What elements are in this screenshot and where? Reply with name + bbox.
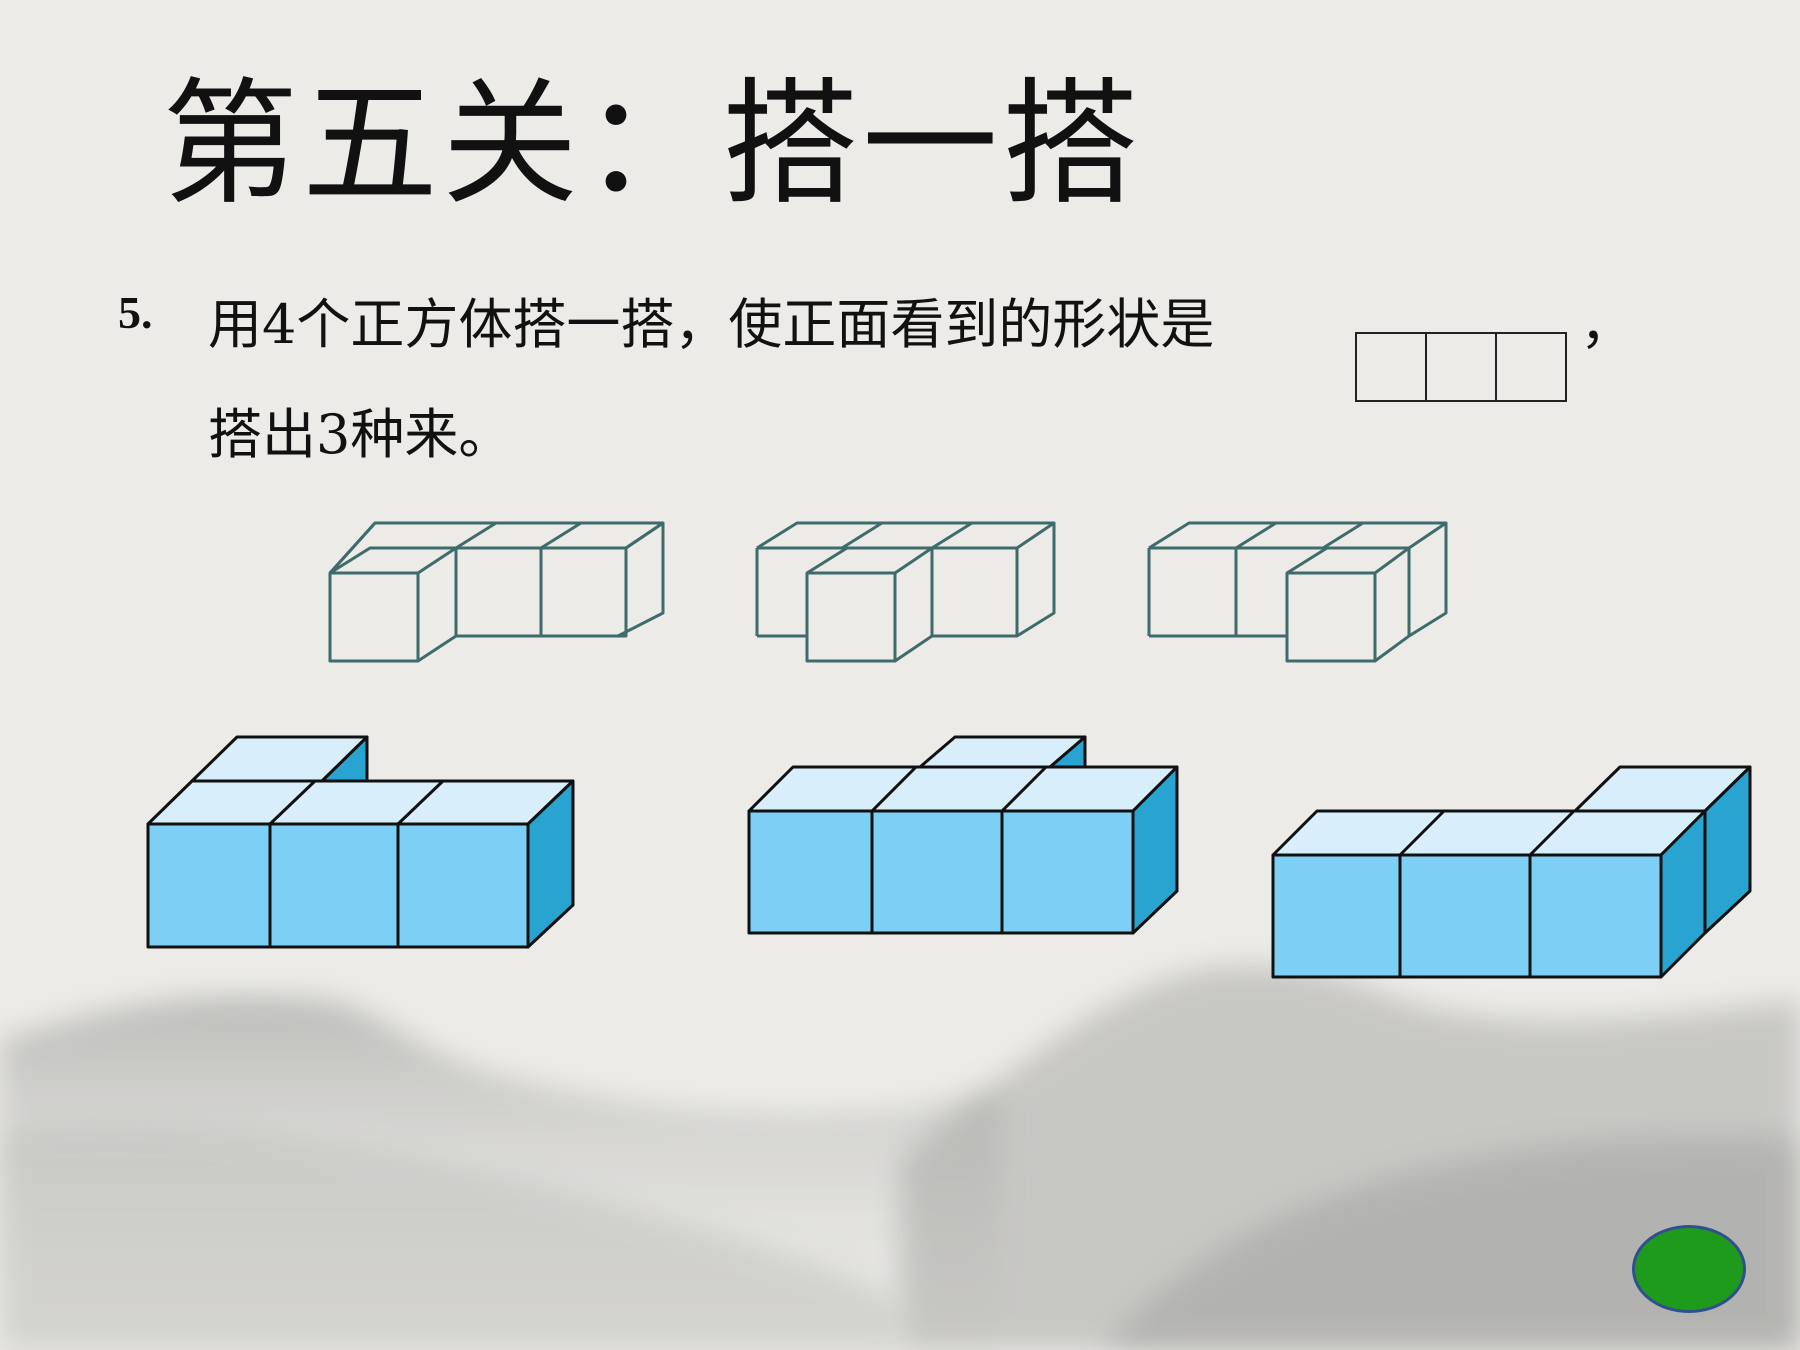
green-oval-button[interactable] <box>1632 1225 1746 1313</box>
question-number: 5. <box>118 287 153 338</box>
front-view-cell <box>1357 334 1427 400</box>
question-comma: ， <box>1580 293 1634 356</box>
front-view-cell <box>1427 334 1497 400</box>
question-text-line2: 搭出3种来。 <box>208 403 513 466</box>
front-view-shape <box>1355 332 1567 402</box>
page-title: 第五关：搭一搭 <box>162 66 1142 224</box>
question-text-line1: 用4个正方体搭一搭，使正面看到的形状是 <box>208 293 1215 356</box>
